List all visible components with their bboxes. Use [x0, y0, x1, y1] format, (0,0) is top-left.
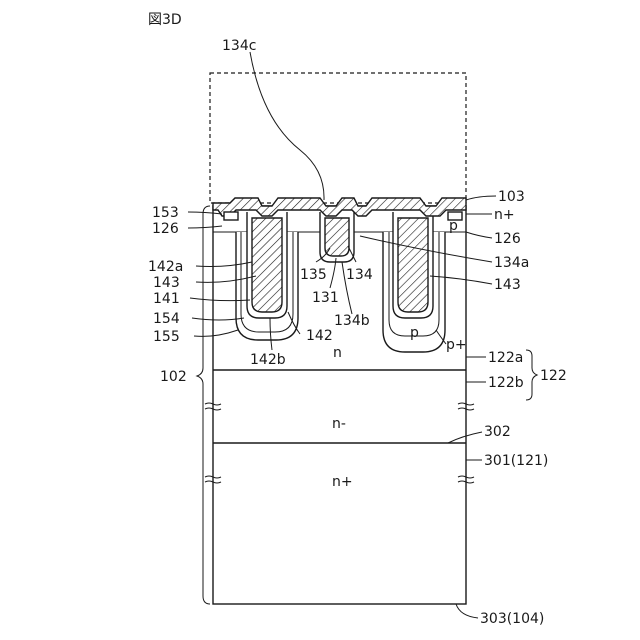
- label-102: 102: [160, 369, 187, 385]
- label-134b: 134b: [334, 313, 370, 329]
- label-nplus-sub: n+: [332, 474, 353, 490]
- label-301: 301(121): [484, 453, 548, 469]
- label-143-left: 143: [153, 275, 180, 291]
- right-trench-gate: [398, 218, 428, 312]
- label-103: 103: [498, 189, 525, 205]
- label-n-region: n: [333, 345, 342, 361]
- label-p-right: p: [449, 218, 458, 234]
- label-122a: 122a: [488, 350, 523, 366]
- label-nminus: n-: [332, 416, 346, 432]
- label-142b: 142b: [250, 352, 286, 368]
- label-141: 141: [153, 291, 180, 307]
- label-135: 135: [300, 267, 327, 283]
- label-142: 142: [306, 328, 333, 344]
- label-126-left: 126: [152, 221, 179, 237]
- nplus-contact-left: [224, 212, 238, 220]
- label-142a: 142a: [148, 259, 183, 275]
- label-155: 155: [153, 329, 180, 345]
- label-154: 154: [153, 311, 180, 327]
- label-302: 302: [484, 424, 511, 440]
- label-pplus: p+: [446, 337, 467, 353]
- left-trench-gate: [252, 218, 282, 312]
- label-p-well: p: [410, 325, 419, 341]
- label-134c: 134c: [222, 38, 256, 54]
- label-122b: 122b: [488, 375, 524, 391]
- brace-122: [526, 350, 537, 400]
- label-134a: 134a: [494, 255, 529, 271]
- label-nplus-top: n+: [494, 207, 515, 223]
- label-126-right: 126: [494, 231, 521, 247]
- label-153: 153: [152, 205, 179, 221]
- label-122: 122: [540, 368, 567, 384]
- figure-title: 図3D: [148, 12, 182, 28]
- dashed-outline: [210, 73, 466, 203]
- label-303: 303(104): [480, 611, 544, 627]
- label-143-right: 143: [494, 277, 521, 293]
- label-131: 131: [312, 290, 339, 306]
- label-134: 134: [346, 267, 373, 283]
